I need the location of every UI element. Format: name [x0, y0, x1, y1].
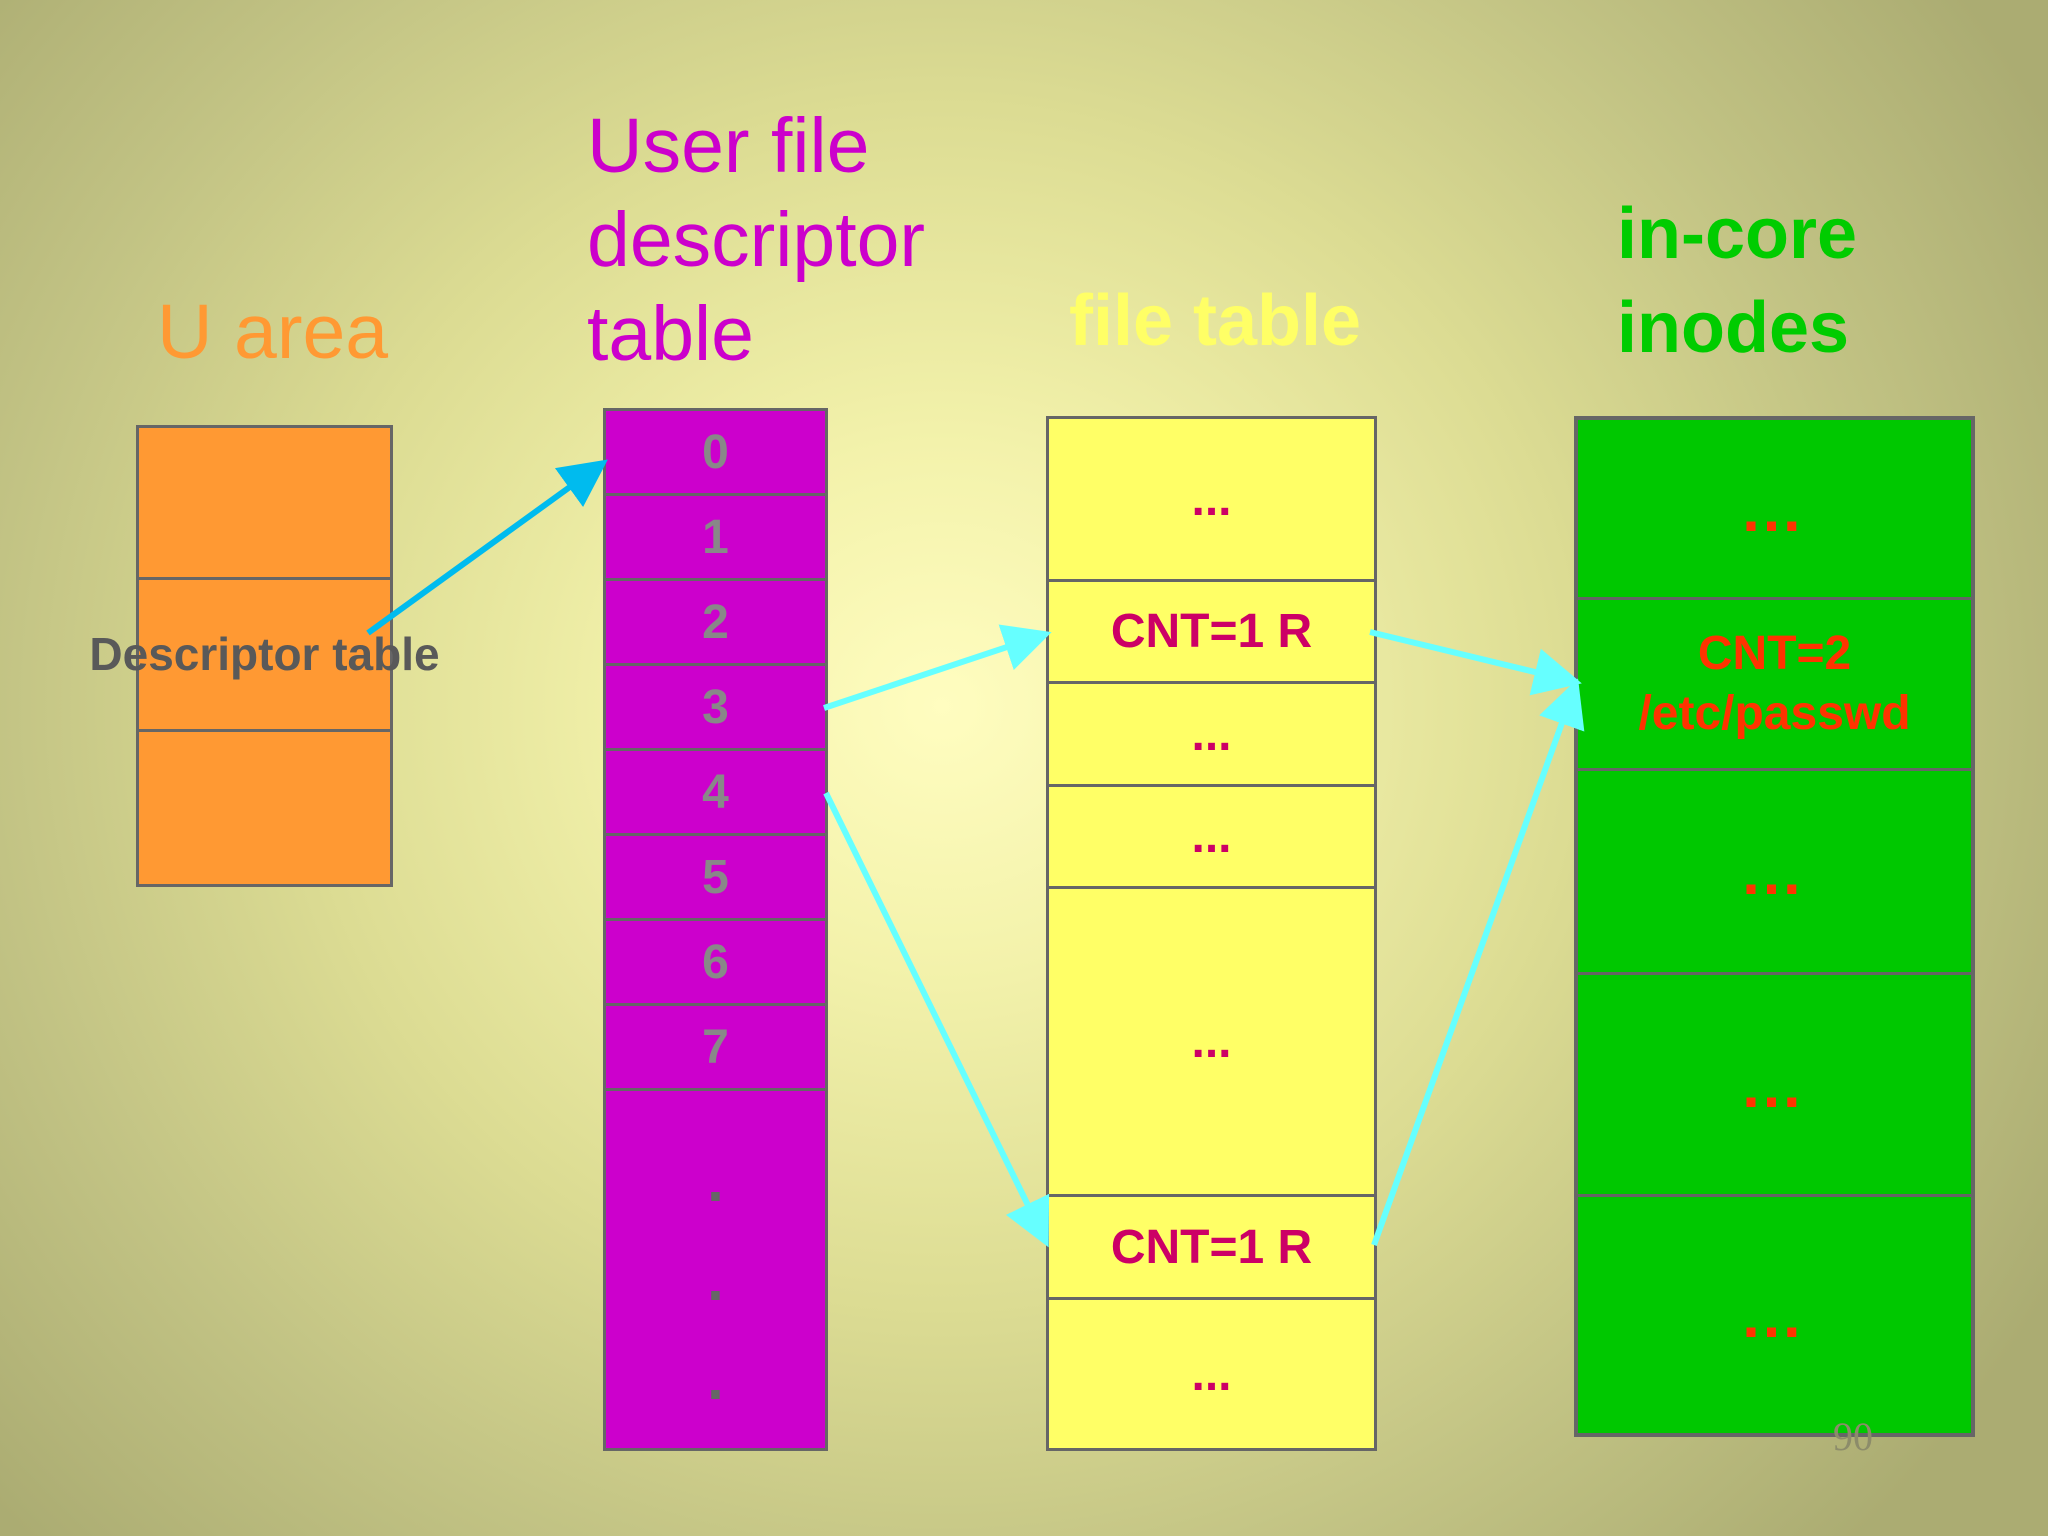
inode-row: …: [1578, 1197, 1971, 1433]
u-area-row: [139, 732, 390, 884]
inode-table: … CNT=2 /etc/passwd … … …: [1574, 416, 1975, 1437]
user-fd-table-title: User file descriptor table: [587, 100, 925, 382]
fd-row-1: 1: [606, 496, 825, 581]
descriptor-table-cell: Descriptor table: [89, 580, 440, 732]
inode-row: …: [1578, 771, 1971, 975]
file-table-row: ...: [1049, 787, 1374, 889]
fd-row-5: 5: [606, 836, 825, 921]
u-area-row: [139, 428, 390, 580]
fd-row-6: 6: [606, 921, 825, 1006]
inode-ellipsis: …: [1739, 835, 1810, 908]
file-table-entry-read: CNT=1 R: [1049, 1197, 1374, 1300]
arrow-fd4-to-file-entry: [823, 791, 1050, 1248]
file-table-entry-read: CNT=1 R: [1049, 582, 1374, 684]
arrow-descriptor-to-fd-table: [366, 459, 608, 636]
file-table-title: file table: [1069, 281, 1362, 361]
fd-row-2: 2: [606, 581, 825, 666]
fd-row-3: 3: [606, 666, 825, 751]
fd-row-4: 4: [606, 751, 825, 836]
continuation-dot: .: [707, 1245, 724, 1313]
file-table: ... CNT=1 R ... ... ... CNT=1 R ...: [1046, 416, 1377, 1451]
inode-path: /etc/passwd: [1638, 687, 1911, 740]
file-table-row: ...: [1049, 684, 1374, 787]
inodes-title-line-2: inodes: [1617, 287, 1850, 368]
inodes-title-line-1: in-core: [1617, 194, 1858, 274]
inode-entry-passwd: CNT=2 /etc/passwd: [1578, 600, 1971, 771]
inode-ellipsis: …: [1739, 1279, 1810, 1351]
fd-row-7: 7: [606, 1006, 825, 1091]
inode-ellipsis: …: [1739, 472, 1810, 545]
arrow-file-entry-2-to-inode: [1371, 678, 1585, 1247]
fd-continuation: . . .: [606, 1091, 825, 1448]
fd-row-0: 0: [606, 411, 825, 496]
page-number: 90: [1833, 1414, 1873, 1459]
continuation-dot: .: [707, 1344, 724, 1412]
inode-row: …: [1578, 420, 1971, 600]
arrow-file-entry-to-inode: [1369, 629, 1582, 696]
file-table-row: ...: [1191, 1347, 1232, 1401]
inode-ellipsis: …: [1739, 1048, 1810, 1121]
user-fd-table: 0 1 2 3 4 5 6 7 . . .: [603, 408, 828, 1451]
inode-count: CNT=2: [1697, 627, 1852, 680]
u-area-title: U area: [157, 289, 389, 375]
continuation-dot: .: [707, 1146, 724, 1214]
file-table-row: ...: [1049, 889, 1374, 1197]
inode-row: …: [1578, 975, 1971, 1197]
user-fd-title-line-1: User file: [587, 103, 870, 189]
arrow-fd3-to-file-entry: [823, 624, 1052, 711]
inodes-title: in-core inodes: [1617, 188, 1857, 375]
file-table-row: ...: [1049, 419, 1374, 582]
user-fd-title-line-2: descriptor: [587, 196, 926, 283]
user-fd-title-line-3: table: [587, 290, 754, 377]
u-area-table: Descriptor table: [89, 425, 440, 887]
